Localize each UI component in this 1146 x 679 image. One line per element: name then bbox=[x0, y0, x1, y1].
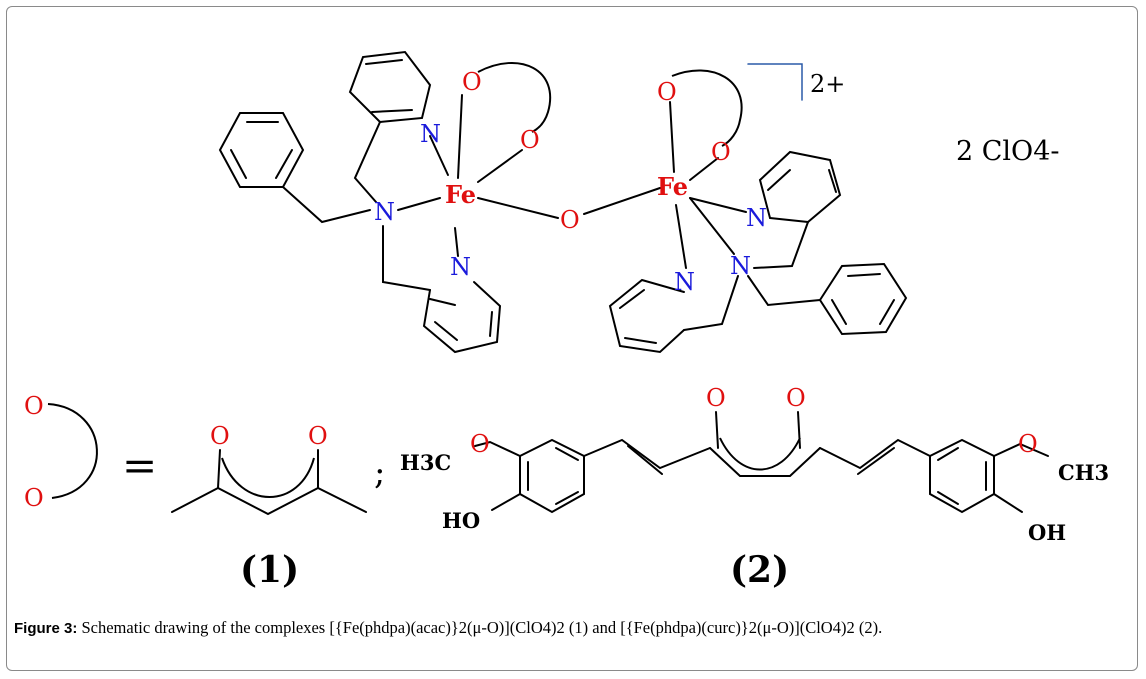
chelate-legend: O O = bbox=[24, 392, 157, 512]
curc-o-right: O bbox=[786, 384, 806, 412]
curc-o-methoxy-left: O bbox=[470, 430, 490, 458]
atom-o-chelate-2b: O bbox=[711, 138, 731, 166]
legend-o-bottom: O bbox=[24, 484, 44, 512]
atom-n-amine-1: N bbox=[374, 198, 395, 226]
figure-frame bbox=[6, 6, 1138, 671]
equals-sign: = bbox=[122, 441, 157, 490]
atom-n-pyridine-1: N bbox=[420, 120, 441, 148]
complex-bonds bbox=[218, 50, 908, 354]
caption-label: Figure 3: bbox=[14, 620, 78, 637]
atom-n-pyridine-4: N bbox=[674, 268, 695, 296]
legend-o-top: O bbox=[24, 392, 44, 420]
atom-n-amine-2: N bbox=[730, 252, 751, 280]
acac-o-left: O bbox=[210, 422, 230, 450]
atom-n-pyridine-3: N bbox=[746, 204, 767, 232]
charge-label: 2+ bbox=[810, 70, 845, 98]
figure-caption: Figure 3: Schematic drawing of the compl… bbox=[14, 618, 1124, 638]
curcumin-ligand: O O O O H3C CH3 HO OH bbox=[400, 384, 1109, 545]
label-complex-1: (1) bbox=[240, 549, 299, 591]
counterion-label: 2 ClO4- bbox=[956, 136, 1060, 167]
caption-text: Schematic drawing of the complexes [{Fe(… bbox=[81, 618, 883, 637]
acac-ligand: O O bbox=[171, 422, 367, 516]
atom-n-pyridine-2: N bbox=[450, 253, 471, 281]
atom-o-chelate-1b: O bbox=[520, 126, 540, 154]
atom-o-chelate-2a: O bbox=[657, 78, 677, 106]
group-ho: HO bbox=[442, 508, 480, 533]
atom-fe-2: Fe bbox=[657, 172, 688, 201]
curc-o-left: O bbox=[706, 384, 726, 412]
group-h3c: H3C bbox=[400, 450, 451, 475]
group-ch3: CH3 bbox=[1058, 460, 1109, 485]
curc-o-methoxy-right: O bbox=[1018, 430, 1038, 458]
acac-o-right: O bbox=[308, 422, 328, 450]
separator-semicolon: ; bbox=[374, 453, 385, 493]
atom-o-bridge: O bbox=[560, 206, 580, 234]
atom-fe-1: Fe bbox=[445, 180, 476, 209]
complex-atoms: N N N Fe O O O Fe O O N N N bbox=[374, 68, 767, 296]
charge-bracket bbox=[747, 63, 803, 101]
group-oh: OH bbox=[1028, 520, 1066, 545]
label-complex-2: (2) bbox=[730, 549, 789, 591]
atom-o-chelate-1a: O bbox=[462, 68, 482, 96]
